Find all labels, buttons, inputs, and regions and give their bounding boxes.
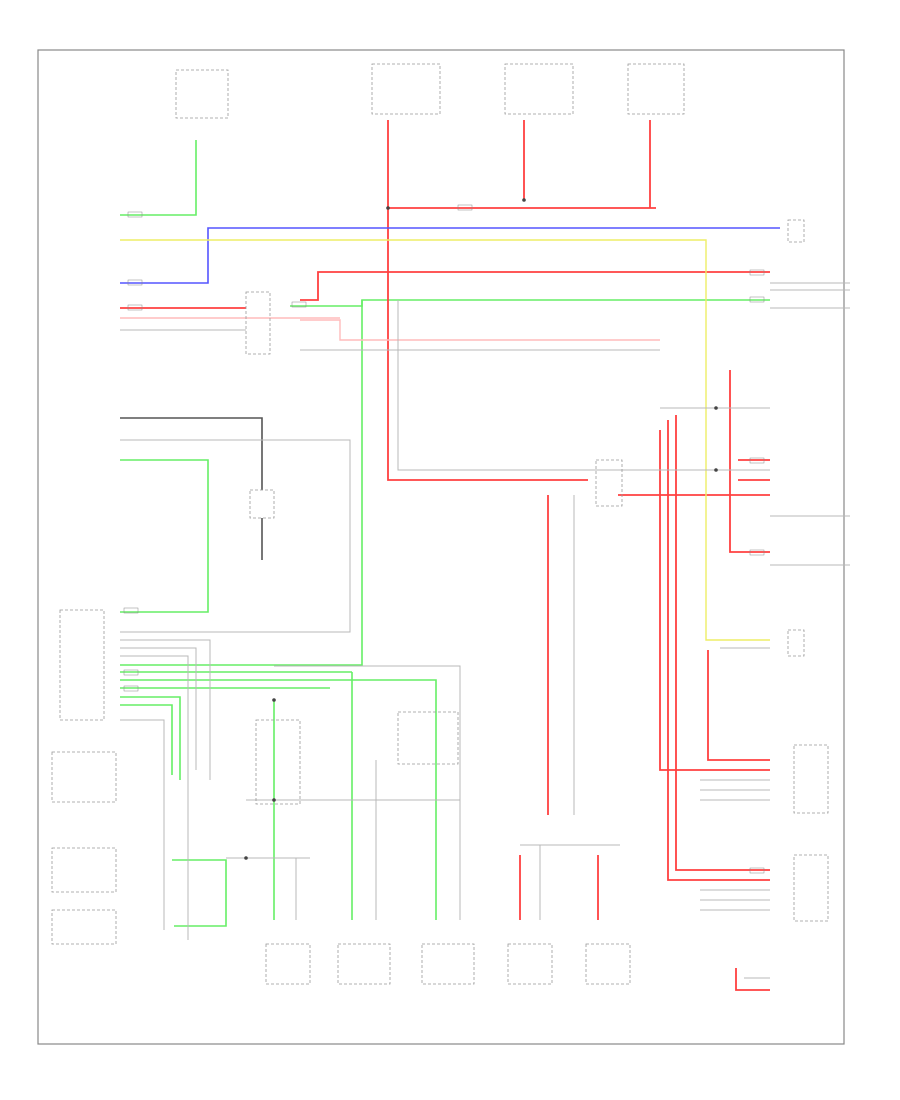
wire-blue: [120, 227, 780, 284]
component-left-connectors: [51, 609, 117, 945]
wire-darkgray: [120, 417, 263, 560]
component-top-module-b: [504, 63, 574, 115]
wire-pink: [120, 317, 660, 341]
wire-tags: [123, 204, 765, 874]
wire-gray: [120, 282, 850, 979]
wire-red: [120, 120, 770, 991]
component-bottom-boxes: [265, 943, 631, 985]
wire-green: [120, 140, 770, 927]
component-top-module-c: [627, 63, 685, 115]
component-center-boxes: [245, 291, 623, 805]
component-top-module-a: [371, 63, 441, 115]
junction-dots: [244, 198, 718, 860]
component-right-boxes: [787, 219, 829, 922]
wire-yellow: [120, 239, 770, 641]
component-top-fuse: [175, 69, 229, 119]
diagram-frame: [37, 49, 845, 1045]
